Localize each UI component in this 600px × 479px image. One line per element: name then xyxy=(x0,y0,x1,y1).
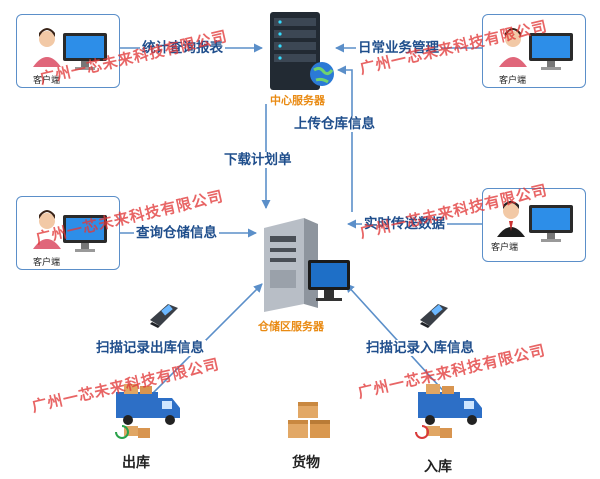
client-box-mid-right: 客户端 xyxy=(482,188,586,262)
client-box-top-right: 客户端 xyxy=(482,14,586,88)
arrow-upload-warehouse xyxy=(337,65,353,212)
client-pc-icon xyxy=(499,28,573,70)
warehouse-server-icon xyxy=(264,218,350,312)
truck-outbound-icon xyxy=(115,384,180,439)
warehouse-server-label: 仓储区服务器 xyxy=(258,320,324,333)
client-pc-icon xyxy=(33,210,107,252)
flow-label-upload-warehouse: 上传仓库信息 xyxy=(292,116,377,132)
label-inbound: 入库 xyxy=(424,459,452,475)
client-label: 客户端 xyxy=(33,258,61,268)
flow-label-query-storage: 查询仓储信息 xyxy=(134,225,219,241)
client-pc-icon xyxy=(497,201,573,242)
flow-label-realtime-send: 实时传送数据 xyxy=(362,216,447,232)
client-label: 客户端 xyxy=(499,76,527,86)
client-label: 客户端 xyxy=(491,243,519,253)
flow-label-daily-business: 日常业务管理 xyxy=(356,40,441,56)
arrow-scan-out xyxy=(149,283,263,397)
client-box-mid-left: 客户端 xyxy=(16,196,120,270)
barcode-scanner-icon xyxy=(420,304,448,328)
flow-label-stats-query: 统计查询报表 xyxy=(140,40,225,56)
client-label: 客户端 xyxy=(33,76,61,86)
flow-label-download-plan: 下载计划单 xyxy=(222,152,294,168)
label-outbound: 出库 xyxy=(122,455,150,471)
truck-inbound-icon xyxy=(415,384,482,439)
central-server-label: 中心服务器 xyxy=(270,94,325,107)
barcode-scanner-icon xyxy=(150,304,178,328)
central-server-icon xyxy=(270,12,334,90)
client-box-top-left: 客户端 xyxy=(16,14,120,88)
flow-label-scan-in: 扫描记录入库信息 xyxy=(364,340,476,356)
client-pc-icon xyxy=(33,28,107,70)
goods-boxes-icon xyxy=(288,402,330,438)
label-goods: 货物 xyxy=(292,455,320,471)
flow-label-scan-out: 扫描记录出库信息 xyxy=(94,340,206,356)
